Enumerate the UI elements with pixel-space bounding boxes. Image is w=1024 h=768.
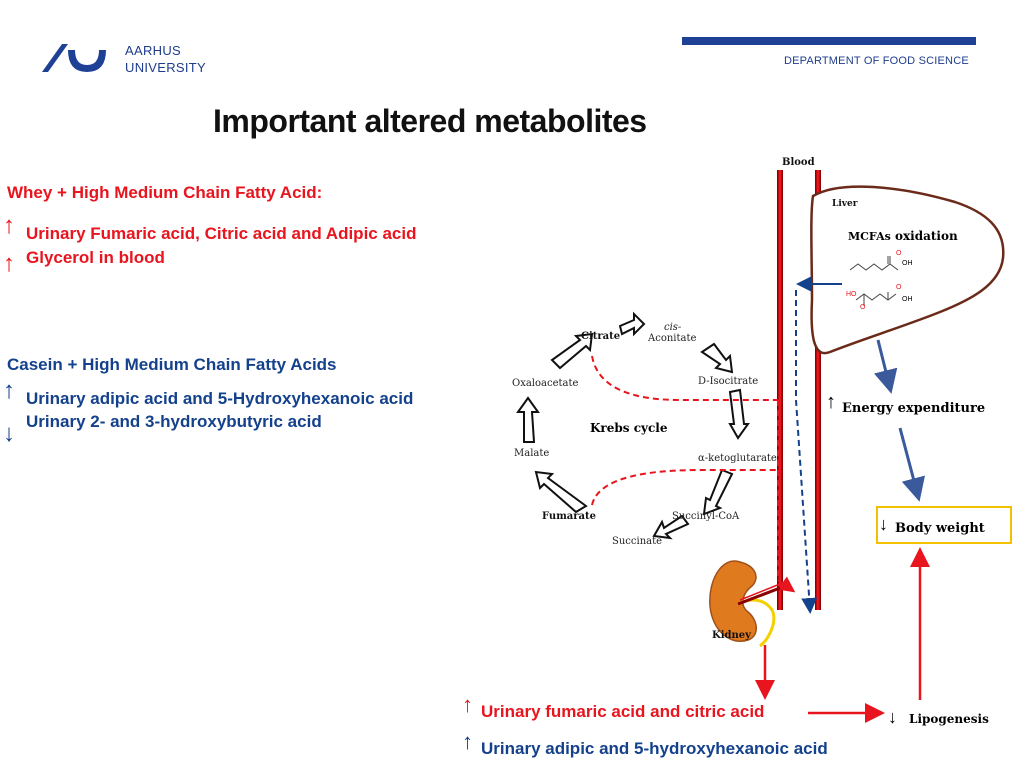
- succinate-label: Succinate: [612, 536, 663, 547]
- whey-line2: Glycerol in blood: [26, 248, 165, 267]
- whey-line1: Urinary Fumaric acid, Citric acid and Ad…: [26, 224, 417, 243]
- energy-label: Energy expenditure: [842, 401, 986, 416]
- chem-o-1: O: [896, 250, 902, 257]
- isocitrate-label: D-Isocitrate: [698, 376, 759, 387]
- casein-line2: Urinary 2- and 3-hydroxybutyric acid: [26, 412, 322, 431]
- up-arrow-icon: ↑: [462, 729, 473, 754]
- up-arrow-icon: ↑: [462, 692, 473, 717]
- aconitate-label: Aconitate: [648, 333, 697, 344]
- down-arrow-icon: ↓: [3, 420, 15, 447]
- chem-ho: HO: [846, 291, 857, 298]
- citrate-label: Citrate: [581, 331, 621, 342]
- university-name: AARHUS UNIVERSITY: [125, 42, 225, 76]
- kidney-label: Kidney: [712, 630, 751, 641]
- up-arrow-icon: ↑: [3, 212, 15, 239]
- down-arrow-icon: ↓: [888, 707, 897, 727]
- krebs-label: Krebs cycle: [590, 421, 668, 435]
- oxidation-label: oxidation: [895, 229, 958, 243]
- bottom-line1: Urinary fumaric acid and citric acid: [481, 702, 765, 721]
- casein-line1: Urinary adipic acid and 5-Hydroxyhexanoi…: [26, 389, 414, 408]
- page-title: Important altered metabolites: [213, 103, 647, 139]
- liver-label: Liver: [832, 199, 858, 209]
- whey-heading: Whey + High Medium Chain Fatty Acid:: [7, 183, 323, 202]
- chem-oh-2: OH: [902, 296, 913, 303]
- fumarate-label: Fumarate: [542, 511, 596, 522]
- casein-heading: Casein + High Medium Chain Fatty Acids: [7, 355, 337, 374]
- cis-label: cis-: [664, 322, 682, 333]
- department-bar: [682, 37, 976, 45]
- lipogenesis-label: Lipogenesis: [909, 712, 989, 726]
- up-arrow-icon: ↑: [826, 391, 836, 413]
- krebs-cycle-arrows: [516, 311, 750, 540]
- aarhus-logo-icon: [42, 44, 106, 72]
- ketoglutarate-label: α-ketoglutarate: [698, 453, 777, 464]
- up-arrow-icon: ↑: [3, 377, 15, 404]
- liver-shape: [810, 185, 1005, 355]
- up-arrow-icon: ↑: [3, 250, 15, 277]
- body-weight-box: [876, 506, 1012, 544]
- kidney-icon: [709, 560, 781, 648]
- chem-o-2: O: [896, 284, 902, 291]
- chemical-structure-icon: [849, 256, 899, 306]
- department-name: DEPARTMENT OF FOOD SCIENCE: [784, 55, 969, 67]
- body-weight-label: Body weight: [895, 521, 985, 536]
- down-arrow-icon: ↓: [879, 514, 888, 534]
- university-line2: UNIVERSITY: [125, 60, 207, 75]
- oxaloacetate-label: Oxaloacetate: [512, 378, 579, 389]
- bottom-line2: Urinary adipic and 5-hydroxyhexanoic aci…: [481, 739, 828, 758]
- malate-label: Malate: [514, 448, 550, 459]
- succinyl-label: Succinyl-CoA: [672, 511, 740, 522]
- mcfas-label: MCFAs: [848, 230, 891, 243]
- chem-oh-1: OH: [902, 260, 913, 267]
- chem-o-3: O: [860, 304, 866, 311]
- blood-label: Blood: [782, 157, 815, 168]
- university-line1: AARHUS: [125, 43, 181, 58]
